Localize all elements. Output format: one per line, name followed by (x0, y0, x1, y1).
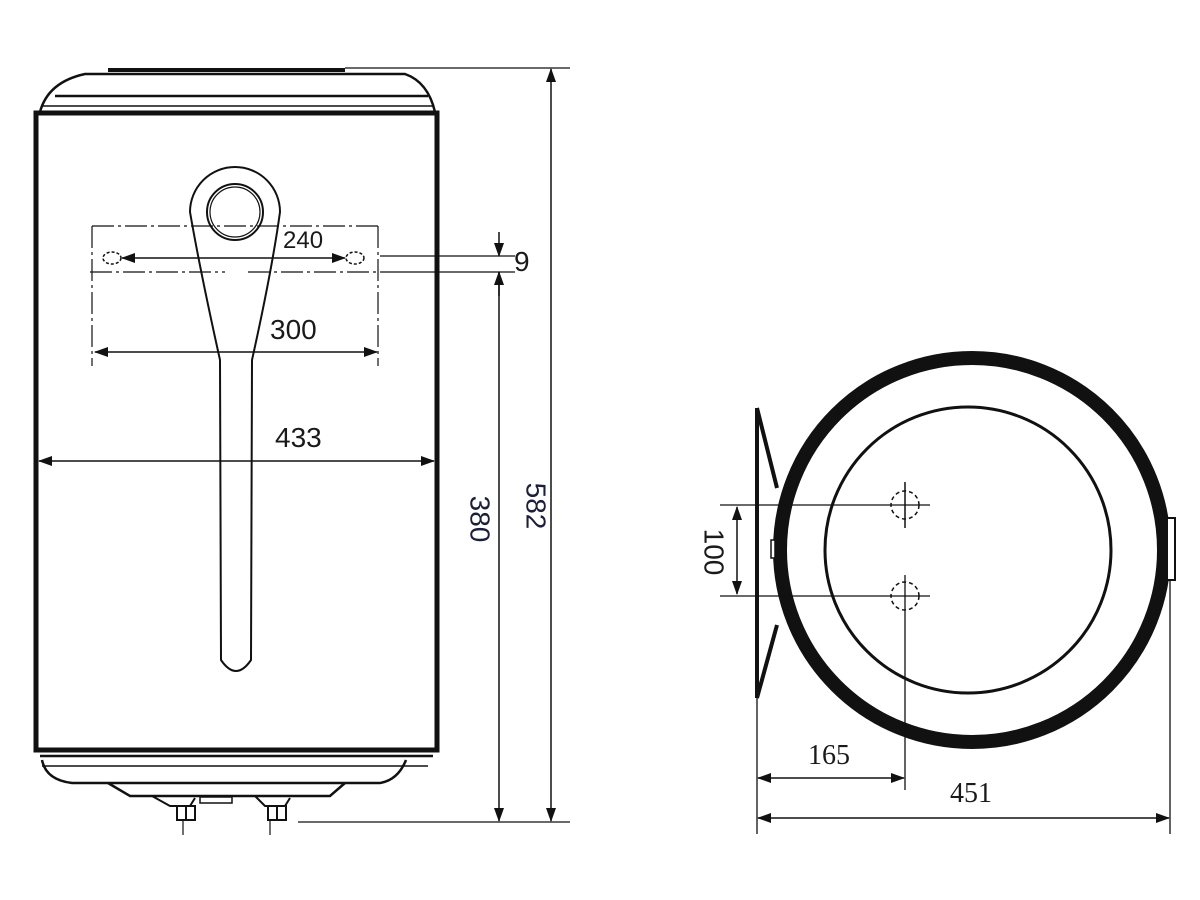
wall-bracket (755, 407, 779, 699)
inner-tank (823, 405, 1113, 695)
front-view (33, 67, 570, 835)
dim-label-body-width: 433 (275, 422, 322, 453)
left-hook (102, 251, 122, 265)
outlet-pipe (254, 795, 291, 835)
dim-label-total-depth: 451 (950, 778, 992, 809)
dim-label-bracket-width: 300 (270, 314, 317, 345)
side-view (720, 351, 1176, 834)
tank-body (33, 110, 440, 753)
dim-label-hook-to-bottom: 380 (464, 495, 496, 543)
dim-label-total-height: 582 (520, 482, 552, 530)
bottom-cap (40, 754, 433, 835)
mounting-bracket (188, 166, 282, 672)
thermostat-housing (1166, 517, 1176, 581)
dim-label-hook-spacing: 240 (283, 227, 324, 254)
outer-shell (773, 351, 1171, 749)
right-hook (345, 251, 365, 265)
anode-cap (199, 796, 233, 804)
top-cap (38, 68, 437, 113)
dim-label-pipe-spacing: 100 (698, 528, 730, 576)
dim-label-hook-offset: 9 (514, 246, 530, 277)
dim-label-pipe-depth: 165 (808, 740, 850, 771)
inlet-pipe (151, 795, 196, 835)
